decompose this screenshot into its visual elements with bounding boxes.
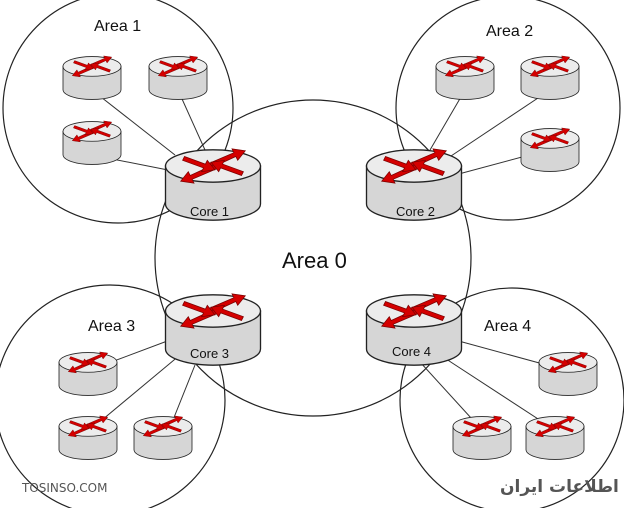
router-icon <box>435 55 495 100</box>
core-4-label: Core 4 <box>392 344 431 359</box>
area-0-boundary <box>154 99 472 417</box>
router-icon <box>538 351 598 396</box>
area-2-label: Area 2 <box>486 23 533 40</box>
router-icon <box>62 55 122 100</box>
area-3-boundary <box>0 284 226 508</box>
router-icon <box>525 415 585 460</box>
watermark-left: TOSINSO.COM <box>21 481 107 495</box>
router-icon <box>62 120 122 165</box>
area-3-label: Area 3 <box>88 318 135 335</box>
core-1-label: Core 1 <box>190 204 229 219</box>
router-icon <box>452 415 512 460</box>
router-icon <box>520 55 580 100</box>
area-3-routers <box>58 351 193 460</box>
area-4-label: Area 4 <box>484 318 531 335</box>
area-1-label: Area 1 <box>94 18 141 35</box>
area-1-routers <box>62 55 208 165</box>
area-2-boundary <box>395 0 621 221</box>
core-3-label: Core 3 <box>190 346 229 361</box>
area-0-label: Area 0 <box>282 248 347 273</box>
area-4-boundary <box>399 287 624 508</box>
area-2-routers <box>435 55 580 172</box>
router-icon <box>58 415 118 460</box>
router-icon <box>520 127 580 172</box>
area-4-routers <box>452 351 598 460</box>
router-icon <box>148 55 208 100</box>
area-1-boundary <box>2 0 234 224</box>
watermark-right: ITPro.ir - انجمن تخصصی فناوری اطلاعات ای… <box>500 477 624 497</box>
core-2-label: Core 2 <box>396 204 435 219</box>
router-icon <box>58 351 118 396</box>
router-icon <box>133 415 193 460</box>
